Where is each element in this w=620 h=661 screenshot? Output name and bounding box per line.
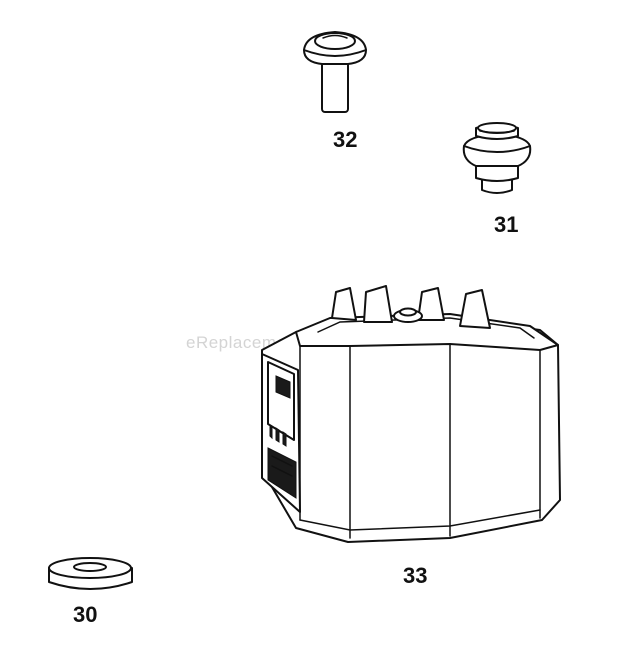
part-30-foot bbox=[48, 557, 133, 590]
part-label-30: 30 bbox=[73, 602, 97, 627]
part-label-33: 33 bbox=[403, 563, 427, 588]
part-label-31: 31 bbox=[494, 212, 518, 237]
part-label-32: 32 bbox=[333, 127, 357, 152]
part-33-motor-base bbox=[261, 285, 561, 543]
part-31-coupling bbox=[462, 122, 532, 194]
part-32-knob bbox=[303, 31, 367, 113]
